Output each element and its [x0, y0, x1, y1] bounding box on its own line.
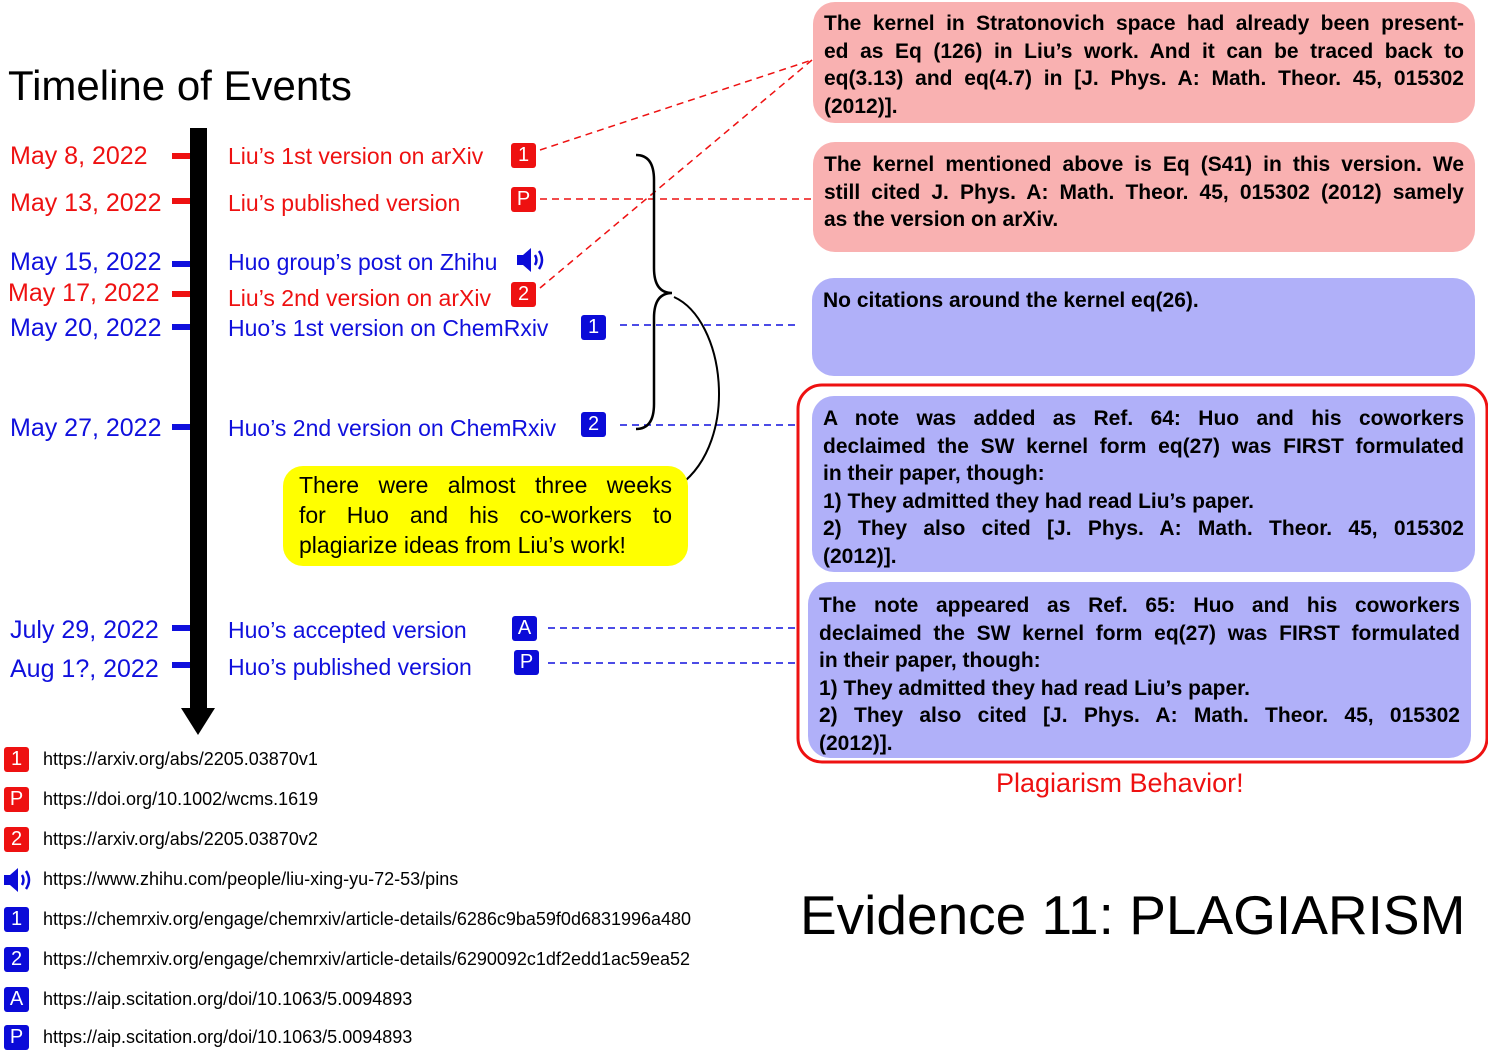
badge-huo-accepted: A: [512, 616, 537, 641]
page-title: Timeline of Events: [8, 62, 352, 109]
ref-badge: P: [4, 1025, 29, 1050]
plagiarism-outline: [796, 383, 1488, 764]
timeline-arrowhead: [181, 708, 215, 735]
ref-url[interactable]: https://chemrxiv.org/engage/chemrxiv/art…: [43, 949, 691, 969]
note-box-huo-v2: A note was added as Ref. 64: Huo and his…: [812, 396, 1475, 572]
tick-aug-1: [172, 662, 190, 668]
ref-url[interactable]: https://arxiv.org/abs/2205.03870v1: [43, 749, 318, 769]
event-label: Liu’s 2nd version on arXiv: [228, 285, 491, 311]
event-label: Huo group’s post on Zhihu: [228, 249, 498, 275]
tick-july-29: [172, 625, 190, 631]
badge-liu-v2: 2: [511, 282, 536, 307]
note-line: as the version on arXiv.: [824, 208, 1059, 231]
tick-may-8: [172, 153, 190, 159]
note-line: 1) They admitted they had read Liu’s pap…: [823, 489, 1254, 513]
note-line: 2) They also cited [J. Phys. A: Math. Th…: [823, 517, 1464, 540]
badge-liu-published: P: [511, 187, 536, 212]
badge-huo-published: P: [514, 650, 539, 675]
note-box-huo-v1: No citations around the kernel eq(26).: [812, 278, 1475, 376]
ref-badge: 2: [4, 947, 29, 972]
reference-row: 2 https://chemrxiv.org/engage/chemrxiv/a…: [2, 944, 722, 976]
tick-may-17: [172, 291, 190, 297]
tick-may-20: [172, 324, 190, 330]
ref-url[interactable]: https://aip.scitation.org/doi/10.1063/5.…: [43, 1027, 413, 1047]
note-line: eq(3.13) and eq(4.7) in [J. Phys. A: Mat…: [824, 67, 1464, 90]
event-label: Liu’s 1st version on arXiv: [228, 143, 484, 169]
note-box-liu-v1: The kernel in Stratonovich space had alr…: [813, 2, 1475, 123]
connector-liu-v2: [539, 59, 813, 289]
ref-url[interactable]: https://aip.scitation.org/doi/10.1063/5.…: [43, 989, 413, 1009]
yellow-note-line: for Huo and his co-workers to: [299, 502, 672, 528]
tick-may-15: [172, 261, 190, 267]
evidence-title: Evidence 11: PLAGIARISM: [800, 884, 1466, 946]
note-line: No citations around the kernel eq(26).: [823, 289, 1199, 312]
note-line: The kernel in Stratonovich space had alr…: [824, 12, 1464, 35]
ref-badge: 1: [4, 747, 29, 772]
event-label: Huo’s published version: [228, 654, 472, 680]
note-box-liu-published: The kernel mentioned above is Eq (S41) i…: [813, 142, 1475, 252]
reference-row: P https://doi.org/10.1002/wcms.1619: [2, 784, 722, 816]
event-label: Liu’s published version: [228, 190, 461, 216]
ref-url[interactable]: https://doi.org/10.1002/wcms.1619: [43, 789, 319, 809]
event-label: Huo’s 2nd version on ChemRxiv: [228, 415, 557, 441]
reference-row: https://www.zhihu.com/people/liu-xing-yu…: [2, 864, 722, 896]
speaker-icon: [517, 248, 544, 272]
event-date: May 13, 2022: [10, 189, 162, 217]
note-line: The kernel mentioned above is Eq (S41) i…: [824, 153, 1464, 176]
yellow-note: There were almost three weeks for Huo an…: [283, 466, 688, 566]
note-box-huo-accepted: The note appeared as Ref. 65: Huo and hi…: [808, 582, 1471, 758]
note-line: ed as Eq (126) in Liu’s work. And it can…: [824, 39, 1464, 63]
yellow-note-line: plagiarize ideas from Liu’s work!: [299, 532, 626, 558]
event-date: July 29, 2022: [10, 616, 159, 644]
badge-liu-v1: 1: [511, 143, 536, 168]
event-label: Huo’s accepted version: [228, 617, 467, 643]
note-line: declaimed the SW kernel form eq(27) was …: [819, 621, 1460, 645]
badge-huo-v2: 2: [581, 412, 606, 437]
note-line: 1) They admitted they had read Liu’s pap…: [819, 676, 1250, 700]
reference-row: 1 https://chemrxiv.org/engage/chemrxiv/a…: [2, 904, 722, 936]
note-line: still cited J. Phys. A: Math. Theor. 45,…: [824, 180, 1464, 204]
ref-url[interactable]: https://www.zhihu.com/people/liu-xing-yu…: [43, 869, 459, 889]
event-date: May 8, 2022: [10, 142, 148, 170]
connector-liu-v1: [539, 59, 813, 151]
tick-may-13: [172, 198, 190, 204]
reference-row: 1 https://arxiv.org/abs/2205.03870v1: [2, 744, 722, 776]
note-line: (2012)].: [819, 731, 893, 755]
event-date: May 27, 2022: [10, 414, 162, 442]
ref-badge: P: [4, 787, 29, 812]
yellow-note-line: There were almost three weeks: [299, 472, 672, 498]
event-date: May 15, 2022: [10, 248, 162, 276]
ref-badge: 2: [4, 827, 29, 852]
reference-row: P https://aip.scitation.org/doi/10.1063/…: [2, 1022, 722, 1054]
tick-may-27: [172, 424, 190, 430]
ref-url[interactable]: https://chemrxiv.org/engage/chemrxiv/art…: [43, 909, 692, 929]
plagiarism-label: Plagiarism Behavior!: [996, 768, 1244, 798]
badge-huo-v1: 1: [581, 315, 606, 340]
note-line: (2012)].: [824, 94, 898, 118]
curved-arrow: [673, 296, 720, 486]
ref-badge: 1: [4, 907, 29, 932]
note-line: (2012)].: [823, 544, 897, 568]
note-line: declaimed the SW kernel form eq(27) was …: [823, 434, 1464, 458]
note-line: The note appeared as Ref. 65: Huo and hi…: [819, 594, 1460, 617]
event-date: May 20, 2022: [10, 314, 162, 342]
note-line: in their paper, though:: [819, 649, 1041, 672]
timeline-axis: [190, 128, 207, 710]
reference-row: A https://aip.scitation.org/doi/10.1063/…: [2, 984, 722, 1016]
ref-url[interactable]: https://arxiv.org/abs/2205.03870v2: [43, 829, 318, 849]
note-line: in their paper, though:: [823, 462, 1045, 485]
speaker-icon: [4, 868, 31, 892]
event-date: May 17, 2022: [8, 279, 160, 307]
curly-brace: [635, 153, 673, 431]
ref-badge: A: [4, 987, 29, 1012]
event-label: Huo’s 1st version on ChemRxiv: [228, 315, 549, 341]
reference-row: 2 https://arxiv.org/abs/2205.03870v2: [2, 824, 722, 856]
note-line: 2) They also cited [J. Phys. A: Math. Th…: [819, 704, 1460, 727]
event-date: Aug 1?, 2022: [10, 655, 159, 683]
note-line: A note was added as Ref. 64: Huo and his…: [823, 407, 1464, 430]
